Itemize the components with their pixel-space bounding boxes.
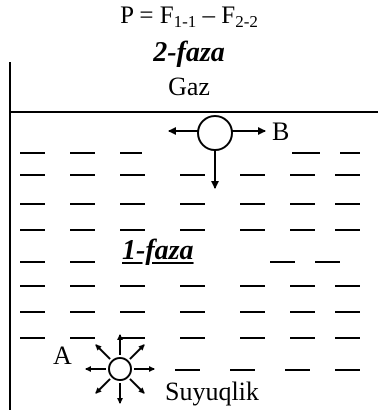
gas-label: Gaz [168,72,210,101]
radial-arrow [129,344,145,360]
force-formula: P = F1-1 – F2-2 [0,2,378,30]
formula-f2: F [221,2,236,29]
radial-arrow [95,344,111,360]
formula-f2-subscript: 2-2 [235,12,258,31]
point-a-label: A [53,341,72,370]
radial-arrow [95,378,111,394]
phase-2-label: 2-faza [153,37,225,68]
liquid-dash-pattern [20,152,360,371]
formula-f1-subscript: 1-1 [173,12,197,31]
bubble-a-icon [85,334,155,404]
point-b-label: B [272,117,290,146]
formula-lhs: P [120,2,134,29]
phase-1-label: 1-faza [122,235,194,266]
radial-arrow [129,378,145,394]
formula-equals: = [133,2,160,29]
formula-f1: F [159,2,174,29]
formula-minus: – [196,2,222,29]
liquid-label: Suyuqlik [165,377,259,406]
bubble-b-icon [168,115,266,189]
